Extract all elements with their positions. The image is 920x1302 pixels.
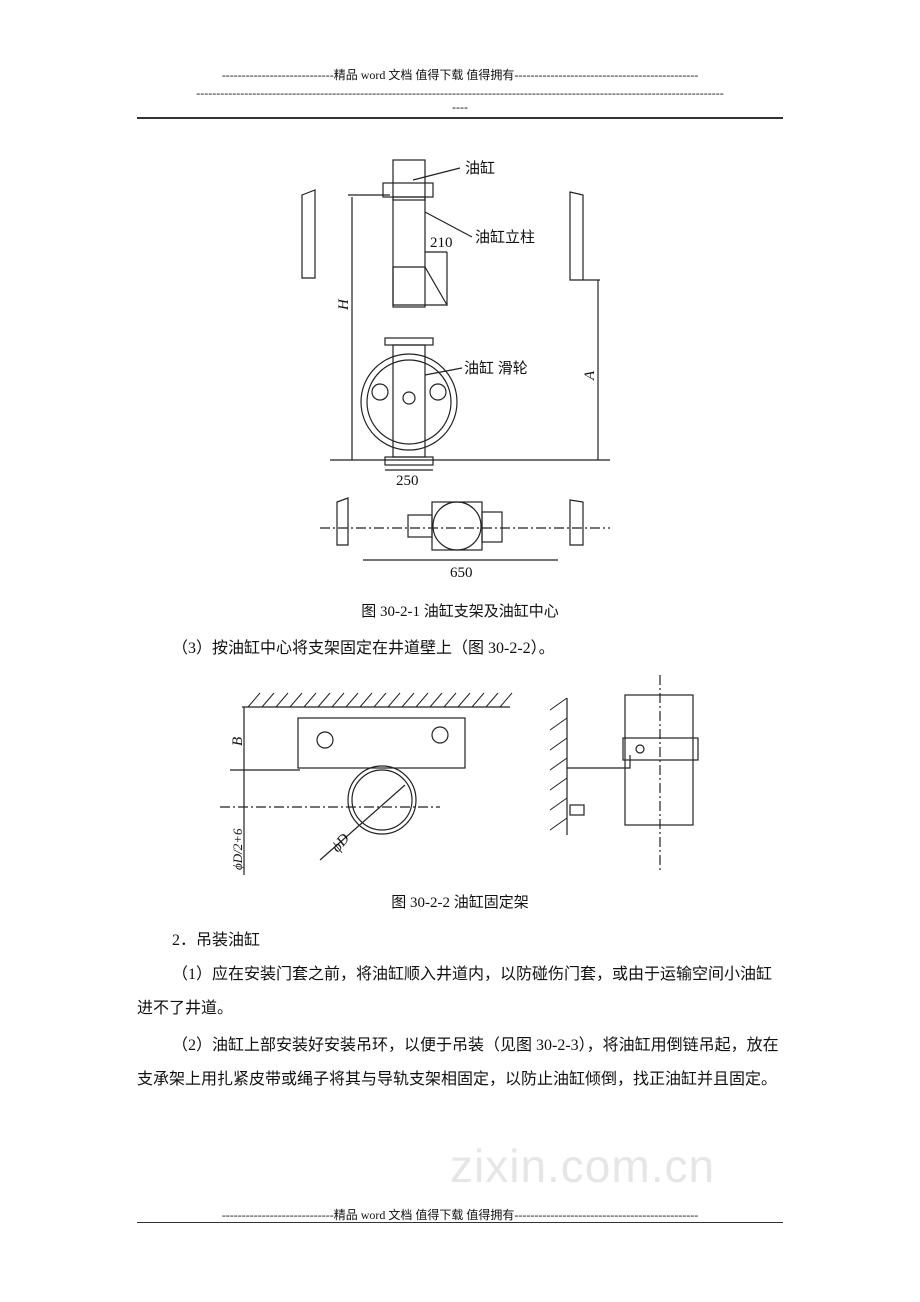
footer-line: ----------------------------精品 word 文档 值… <box>221 1208 699 1222</box>
dim-210: 210 <box>430 235 453 251</box>
dim-650: 650 <box>450 565 473 581</box>
figure-30-2-1: 油缸 油缸立柱 油缸 滑轮 210 250 650 H A <box>301 159 610 581</box>
dim-H: H <box>336 298 352 311</box>
figure-1-caption: 图 30-2-1 油缸支架及油缸中心 <box>361 604 559 620</box>
pulley <box>360 353 458 451</box>
watermark: zixin.com.cn <box>450 1140 716 1192</box>
figure-2-caption: 图 30-2-2 油缸固定架 <box>391 895 529 911</box>
cylinder-top <box>392 159 426 201</box>
dim-phiD-half: ϕD/2+6 <box>230 828 245 870</box>
header-rule <box>137 117 783 119</box>
column <box>392 196 426 308</box>
header-line-2: ----------------------------------------… <box>196 86 724 100</box>
paragraph-3: （3）按油缸中心将支架固定在井道壁上（图 30-2-2）。 <box>172 640 555 657</box>
paragraph-s1: （1）应在安装门套之前，将油缸顺入井道内，以防碰伤门套，或由于运输空间小油缸进不… <box>137 966 773 1017</box>
footer-rule <box>137 1222 783 1223</box>
wall-left <box>301 189 316 279</box>
label-cylinder: 油缸 <box>465 159 495 177</box>
section-heading: 2．吊装油缸 <box>172 932 261 949</box>
dim-A: A <box>582 370 598 381</box>
figure-30-2-2: B ϕD ϕD/2+6 <box>220 675 699 875</box>
cylinder-section <box>347 765 417 835</box>
bracket-plate <box>297 717 466 769</box>
dim-250: 250 <box>396 473 419 489</box>
dim-B: B <box>230 737 246 746</box>
header-line-1: ----------------------------精品 word 文档 值… <box>221 68 699 82</box>
label-column: 油缸立柱 <box>475 228 535 246</box>
wall-right <box>569 191 600 281</box>
header-line-3: ---- <box>452 100 468 114</box>
label-pulley: 油缸 滑轮 <box>464 359 528 377</box>
paragraph-s2: （2）油缸上部安装好安装吊环，以便于吊装（见图 30-2-3），将油缸用倒链吊起… <box>137 1037 779 1088</box>
